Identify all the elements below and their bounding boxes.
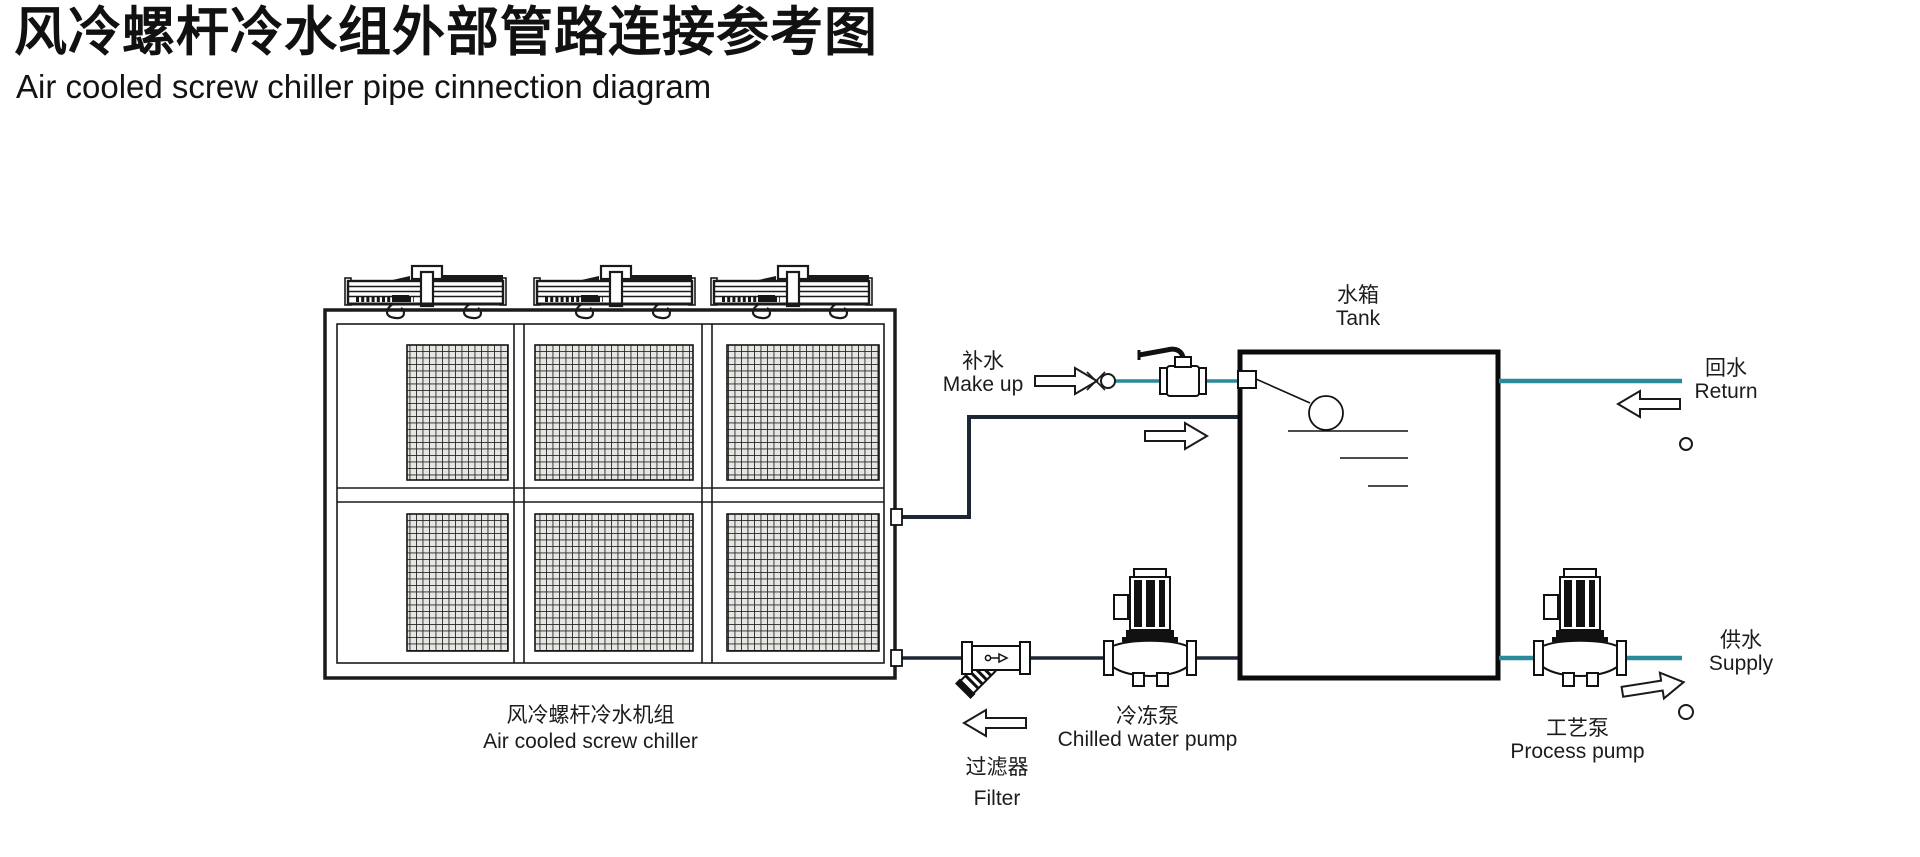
mesh-panel — [406, 344, 509, 481]
float-valve-icon — [1237, 370, 1344, 431]
label-process-pump-zh: 工艺泵 — [1546, 717, 1609, 740]
label-supply-en: Supply — [1708, 652, 1774, 675]
label-tank: 水箱 Tank — [1283, 284, 1433, 330]
label-return-zh: 回水 — [1705, 357, 1747, 380]
ball-valve-icon — [1137, 346, 1207, 397]
tank — [1237, 349, 1501, 681]
label-return-en: Return — [1694, 380, 1758, 403]
label-filter-zh: 过滤器 — [965, 756, 1029, 779]
mesh-panel — [726, 344, 880, 481]
label-process-pump: 工艺泵 Process pump — [1475, 717, 1680, 763]
label-make-up-en: Make up — [942, 373, 1024, 396]
makeup-connector-cross — [1086, 371, 1106, 391]
chilled-water-pump-icon — [1103, 568, 1197, 687]
makeup-pipe-end-circle — [1100, 373, 1116, 389]
mesh-panel — [726, 513, 880, 652]
page-subtitle: Air cooled screw chiller pipe cinnection… — [16, 68, 712, 105]
flow-arrow-makeup — [1034, 366, 1099, 396]
water-level-lines — [1288, 430, 1408, 487]
label-return: 回水 Return — [1651, 357, 1801, 403]
flow-arrow-filter — [962, 708, 1027, 738]
supply-pipe-end-circle — [1678, 704, 1694, 720]
chilled-supply-pipe — [900, 415, 1241, 519]
mesh-panel — [534, 513, 694, 652]
flow-arrow-supply — [1620, 671, 1686, 701]
flow-arrow-inlet — [1144, 421, 1209, 451]
label-filter-en: Filter — [973, 787, 1021, 810]
label-supply-zh: 供水 — [1720, 629, 1762, 652]
mesh-panel — [534, 344, 694, 481]
label-make-up: 补水 Make up — [908, 350, 1058, 396]
label-chilled-water-pump-zh: 冷冻泵 — [1116, 705, 1179, 728]
label-chiller-zh: 风冷螺杆冷水机组 — [506, 704, 675, 727]
chiller-outlet-stub — [890, 508, 903, 526]
process-pump-icon — [1533, 568, 1627, 687]
y-strainer-icon — [954, 641, 1031, 700]
label-supply: 供水 Supply — [1666, 629, 1816, 675]
label-tank-en: Tank — [1335, 307, 1381, 330]
label-filter: 过滤器 Filter — [922, 752, 1072, 814]
flow-arrow-return — [1616, 389, 1681, 419]
return-pipe-end-circle — [1679, 437, 1693, 451]
mesh-panel — [406, 513, 509, 652]
label-process-pump-en: Process pump — [1510, 740, 1645, 763]
label-chiller: 风冷螺杆冷水机组 Air cooled screw chiller — [438, 703, 743, 755]
chiller-inlet-stub — [890, 649, 903, 667]
label-tank-zh: 水箱 — [1337, 284, 1379, 307]
label-chiller-en: Air cooled screw chiller — [483, 730, 698, 753]
label-make-up-zh: 补水 — [962, 350, 1004, 373]
chiller-cabinet — [323, 266, 897, 680]
label-chilled-water-pump-en: Chilled water pump — [1057, 728, 1238, 751]
label-chilled-water-pump: 冷冻泵 Chilled water pump — [1045, 705, 1250, 751]
page-title: 风冷螺杆冷水组外部管路连接参考图 — [14, 3, 878, 62]
